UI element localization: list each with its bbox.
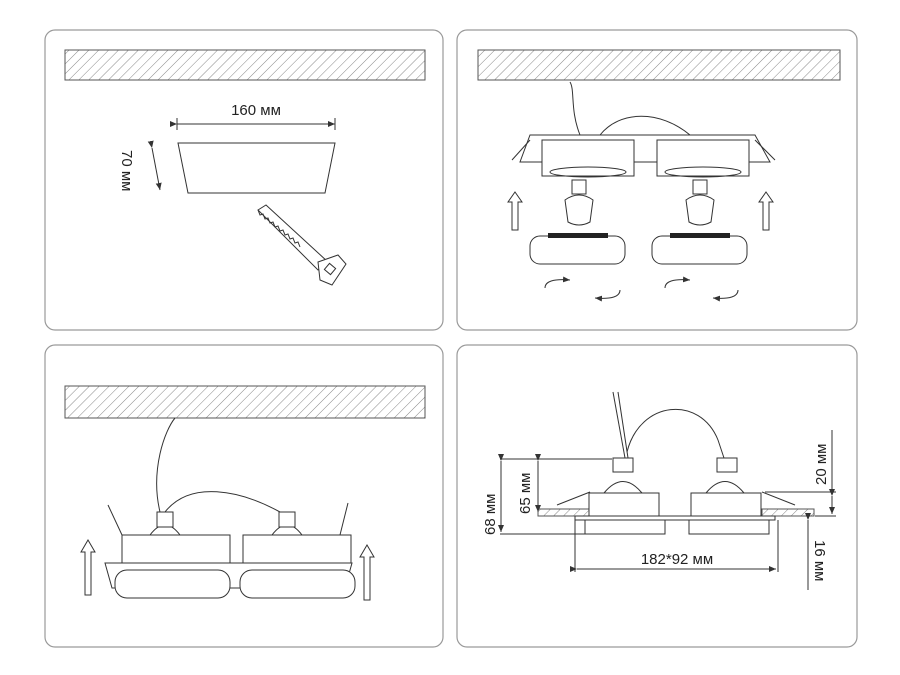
panel-step-3-mount [44, 344, 444, 648]
height-label: 70 мм [118, 150, 135, 191]
housing-left [121, 534, 231, 564]
rotate-icon [664, 276, 739, 302]
width-label: 160 мм [231, 102, 281, 119]
housing-right [690, 492, 762, 517]
ceiling [477, 49, 841, 81]
arrow-up-icon [359, 544, 375, 601]
ring-left [529, 233, 626, 265]
cutout-shape [177, 142, 336, 194]
housing-left [541, 139, 635, 177]
total-height-label: 68 мм [482, 494, 499, 535]
housing-right [242, 534, 352, 564]
panel-step-1-cutout: 160 мм 70 мм [44, 29, 444, 331]
housing-right [656, 139, 750, 177]
arrow-up-icon [758, 191, 774, 231]
lamp-left [564, 179, 594, 226]
arrow-up-icon [80, 539, 96, 596]
panel-step-2-assembly [456, 29, 858, 331]
housing-left [588, 492, 660, 517]
arrow-up-icon [507, 191, 523, 231]
saw-icon [257, 204, 347, 286]
top-clearance-label: 20 мм [813, 444, 830, 485]
rotate-icon [544, 276, 621, 302]
ring-right [651, 233, 748, 265]
panel-step-4-dimensions: 68 мм 65 мм 20 мм 182*92 мм 16 мм [456, 344, 858, 648]
ceiling [64, 385, 426, 419]
lamp-right [685, 179, 715, 226]
ceiling-right [761, 508, 815, 517]
body-height-label: 65 мм [517, 473, 534, 514]
cutout-label: 182*92 мм [641, 551, 713, 568]
bezel-height-label: 16 мм [811, 540, 828, 581]
ceiling [64, 49, 426, 81]
ceiling-left [537, 508, 591, 517]
